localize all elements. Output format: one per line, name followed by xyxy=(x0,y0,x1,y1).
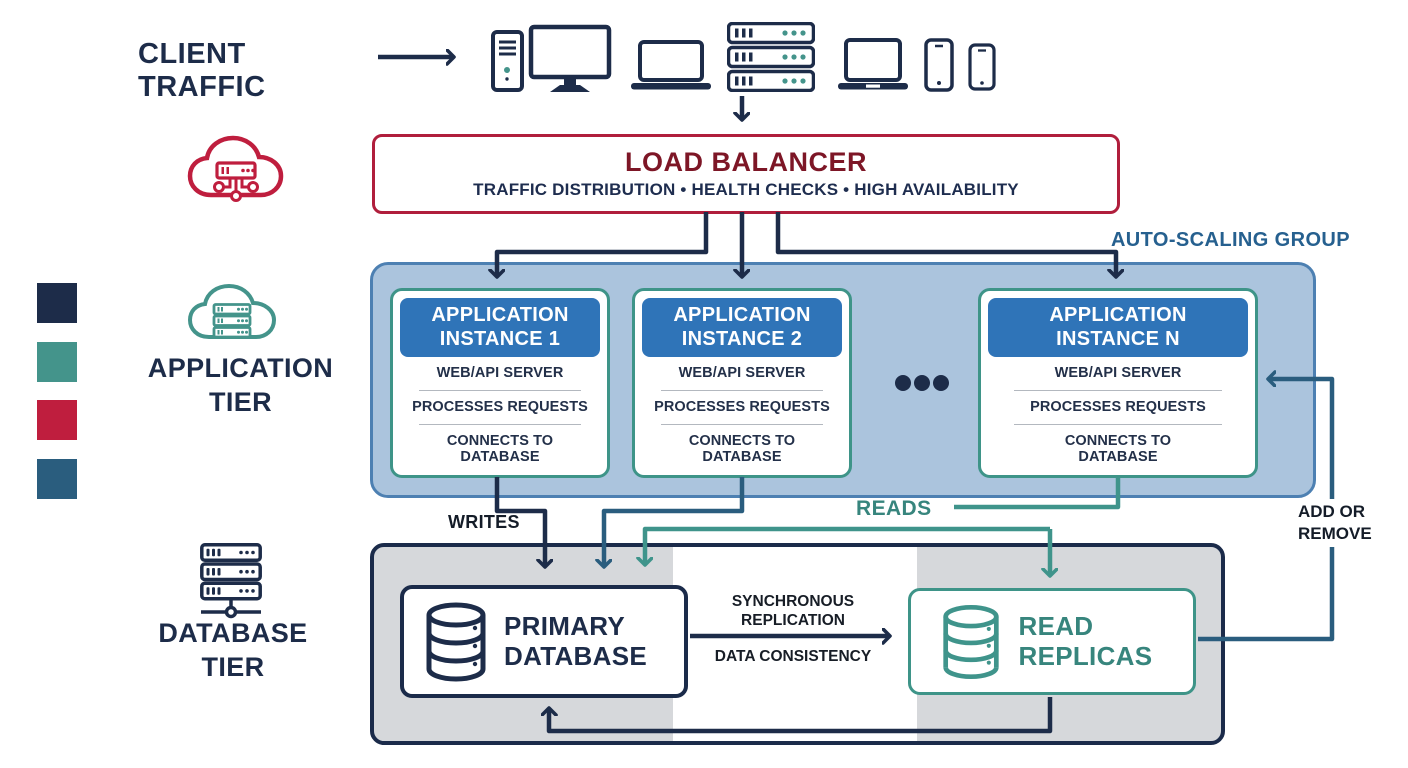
legend-swatch-navy xyxy=(37,283,77,323)
data-consistency-label: DATA CONSISTENCY xyxy=(714,648,872,665)
app-instance-2-item: CONNECTS TO DATABASE xyxy=(688,432,796,466)
app-instance-2-item: WEB/API SERVER xyxy=(678,365,806,382)
client-traffic-label: CLIENT TRAFFIC xyxy=(138,38,266,103)
database-cylinder-icon xyxy=(942,604,999,679)
app-instance-n-item: CONNECTS TO DATABASE xyxy=(1064,432,1172,466)
app-instance-n-item: PROCESSES REQUESTS xyxy=(1030,398,1206,415)
read-replicas-box: READ REPLICAS xyxy=(908,588,1196,695)
divider xyxy=(660,389,824,391)
desktop-icon xyxy=(491,24,612,92)
load-balancer-subtitle: TRAFFIC DISTRIBUTION • HEALTH CHECKS • H… xyxy=(473,180,1019,200)
app-instance-1-item: WEB/API SERVER xyxy=(436,365,564,382)
divider xyxy=(418,423,582,425)
cloud-servers-icon xyxy=(187,283,277,339)
divider xyxy=(660,423,824,425)
server-network-icon xyxy=(200,543,262,619)
cloud-load-balancer-icon xyxy=(187,135,284,202)
reads-label: READS xyxy=(856,497,932,520)
laptop-icon xyxy=(631,40,711,90)
auto-scaling-group-label: AUTO-SCALING GROUP xyxy=(1110,229,1350,251)
smartphone-icon xyxy=(968,43,996,91)
synchronous-replication-label: SYNCHRONOUS REPLICATION xyxy=(731,593,855,630)
replication-band xyxy=(673,547,917,741)
app-instance-n-item: WEB/API SERVER xyxy=(1054,365,1182,382)
server-rack-icon xyxy=(727,22,815,92)
legend-swatch-teal xyxy=(37,342,77,382)
smartphone-icon xyxy=(924,38,954,92)
primary-database-title: PRIMARY DATABASE xyxy=(504,611,647,671)
load-balancer-box: LOAD BALANCER TRAFFIC DISTRIBUTION • HEA… xyxy=(372,134,1120,214)
divider xyxy=(418,389,582,391)
read-replicas-title: READ REPLICAS xyxy=(1018,611,1153,671)
laptop-icon xyxy=(838,38,908,90)
app-instance-1-item: CONNECTS TO DATABASE xyxy=(446,432,554,466)
app-instance-2-item: PROCESSES REQUESTS xyxy=(654,398,830,415)
legend-swatch-red xyxy=(37,400,77,440)
writes-label: WRITES xyxy=(448,512,520,532)
app-instance-1-item: PROCESSES REQUESTS xyxy=(412,398,588,415)
divider xyxy=(1013,423,1223,425)
add-or-remove-label: ADD OR REMOVE xyxy=(1298,499,1384,548)
database-cylinder-icon xyxy=(426,602,486,681)
legend-swatch-steel xyxy=(37,459,77,499)
load-balancer-title: LOAD BALANCER xyxy=(625,146,867,177)
primary-database-box: PRIMARY DATABASE xyxy=(400,585,688,698)
divider xyxy=(1013,389,1223,391)
